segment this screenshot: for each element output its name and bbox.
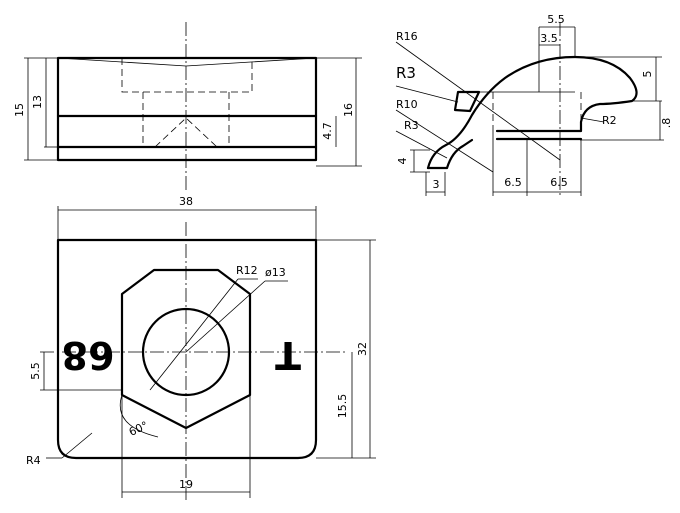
front-outline: [56, 56, 318, 162]
leader-r3-lower: [395, 130, 448, 159]
label-r3-upper: R3: [396, 64, 416, 82]
dim-32: 32: [356, 342, 369, 356]
label-r12: R12: [236, 264, 258, 277]
dim-6-5-a: 6.5: [504, 176, 522, 189]
dim-16: 16: [342, 103, 355, 117]
front-hidden-cone: [154, 117, 218, 148]
leader-r12: [149, 278, 239, 391]
dim-38: 38: [179, 195, 193, 208]
label-r16: R16: [396, 30, 418, 43]
front-view: 15 13 16 4.7: [13, 22, 362, 190]
marking-68: 68: [62, 333, 115, 377]
leader-r4: [61, 432, 93, 459]
marking-t: T: [275, 333, 301, 377]
dim-4-left: 4: [396, 158, 409, 165]
side-profile: [426, 55, 638, 170]
dim-3-5-top: 3.5: [540, 32, 558, 45]
front-hidden-pocket: [121, 58, 253, 93]
dim-19: 19: [179, 478, 193, 491]
side-view: 5.5 3.5 5 .8 4 3 6.5 6.5 R16 R3 R10 R3 R…: [395, 13, 673, 196]
leader-r10: [395, 109, 494, 173]
side-tip: [453, 90, 481, 113]
label-r2: R2: [602, 114, 617, 127]
label-r10: R10: [396, 98, 418, 111]
hex-outline: [120, 268, 252, 430]
dim-angle-8: .8: [660, 118, 673, 129]
side-lower-lip: [426, 138, 474, 170]
dim-5-right: 5: [641, 71, 654, 78]
leader-r2: [580, 117, 605, 123]
top-view: R12 ø13 60° R4 38 32 15.5 5.5 19 68 T: [26, 195, 376, 500]
label-60: 60°: [127, 419, 150, 439]
leader-r3-upper: [395, 85, 459, 103]
dim-5-5-left: 5.5: [29, 362, 42, 380]
front-top-bevel: [57, 57, 317, 67]
dim-3-bottom: 3: [433, 178, 440, 191]
dim-4-7: 4.7: [321, 122, 334, 140]
leader-dia13: [185, 280, 266, 353]
label-r4: R4: [26, 454, 41, 467]
dim-5-5-top: 5.5: [547, 13, 565, 26]
dim-13: 13: [31, 95, 44, 109]
dim-15-5: 15.5: [336, 394, 349, 419]
angle-arc: [119, 394, 159, 438]
dim-6-5-b: 6.5: [550, 176, 568, 189]
dim-15: 15: [13, 103, 26, 117]
label-r3-lower: R3: [404, 119, 419, 132]
top-outline: [56, 238, 318, 460]
label-dia13: ø13: [265, 266, 286, 279]
leader-r16: [395, 41, 561, 161]
